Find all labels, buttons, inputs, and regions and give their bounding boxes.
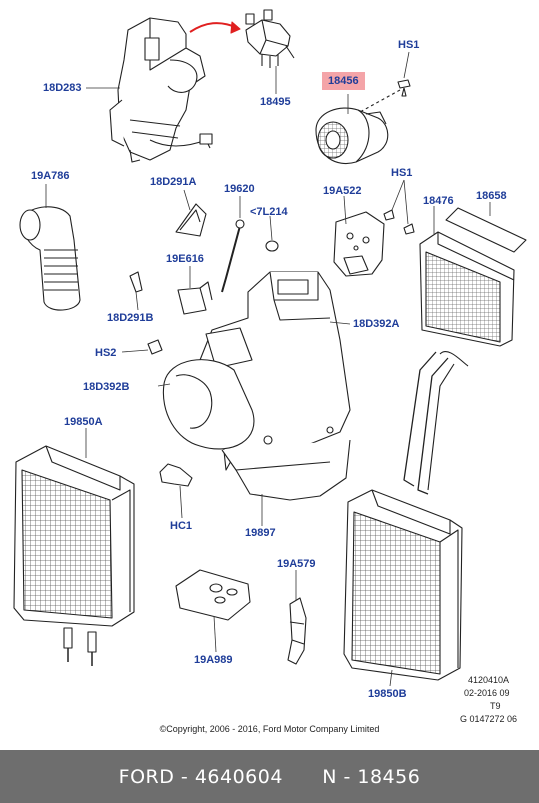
blower-motor-part bbox=[315, 107, 389, 164]
callout-19A522: 19A522 bbox=[323, 185, 362, 197]
hvac-case-part bbox=[162, 271, 351, 501]
clip-part bbox=[265, 240, 279, 252]
callout-19897: 19897 bbox=[245, 527, 276, 539]
callout-19A989: 19A989 bbox=[194, 654, 233, 666]
parts-illustration bbox=[13, 9, 527, 687]
doc-date: 02-2016 09 bbox=[464, 688, 510, 698]
footer-separator: - bbox=[180, 765, 189, 788]
callout-19E616: 19E616 bbox=[166, 253, 204, 265]
evaporator-left-part bbox=[13, 445, 135, 666]
leader-lines bbox=[45, 51, 491, 687]
callout-18D291A: 18D291A bbox=[150, 176, 197, 188]
callout-HS1-mid: HS1 bbox=[391, 167, 413, 179]
pin-part bbox=[129, 271, 143, 293]
callout-18D283: 18D283 bbox=[43, 82, 82, 94]
hose-clip-part bbox=[159, 463, 193, 487]
screw-part bbox=[359, 79, 411, 113]
callout-19A786: 19A786 bbox=[31, 170, 70, 182]
callout-18495: 18495 bbox=[260, 96, 291, 108]
doc-id: 4120410A bbox=[468, 675, 510, 685]
resistor-part bbox=[245, 9, 295, 68]
copyright-notice: ©Copyright, 2006 - 2016, Ford Motor Comp… bbox=[159, 724, 380, 734]
footer-code: N bbox=[322, 765, 337, 788]
footer-ref: 18456 bbox=[357, 765, 421, 788]
foam-seal-part bbox=[445, 207, 527, 253]
callout-18658: 18658 bbox=[476, 190, 507, 202]
evaporator-right-part bbox=[343, 489, 463, 681]
part-footer-bar: FORD - 4640604 N - 18456 bbox=[0, 750, 539, 803]
callout-19850A: 19850A bbox=[64, 416, 103, 428]
footer-brand: FORD bbox=[118, 765, 175, 788]
sensor-part bbox=[177, 287, 207, 315]
screw-part-2 bbox=[147, 339, 163, 355]
blower-housing-part bbox=[109, 17, 213, 163]
bracket-part bbox=[175, 203, 207, 237]
footer-part-number: 4640604 bbox=[194, 765, 283, 788]
callout-18476: 18476 bbox=[423, 195, 454, 207]
callout-18D392B: 18D392B bbox=[83, 381, 130, 393]
callout-19620: 19620 bbox=[224, 183, 255, 195]
heater-core-part bbox=[403, 231, 515, 495]
actuator-part bbox=[333, 211, 385, 277]
callout-19A579: 19A579 bbox=[277, 558, 316, 570]
duct-elbow-part bbox=[19, 206, 81, 311]
mount-bracket-part bbox=[287, 597, 307, 665]
callout-18456-highlighted: 18456 bbox=[322, 72, 365, 90]
callout-7L214: <7L214 bbox=[250, 206, 288, 218]
doc-series: T9 bbox=[490, 701, 501, 711]
callout-HC1: HC1 bbox=[170, 520, 193, 532]
actuator-rod-part bbox=[221, 225, 241, 293]
doc-ref: G 0147272 06 bbox=[460, 714, 518, 724]
callout-HS2: HS2 bbox=[95, 347, 117, 359]
callout-19850B: 19850B bbox=[368, 688, 407, 700]
footer-separator-2: - bbox=[343, 765, 351, 788]
callout-HS1-top: HS1 bbox=[398, 39, 420, 51]
callout-18D291B: 18D291B bbox=[107, 312, 154, 324]
callout-18D392A: 18D392A bbox=[353, 318, 400, 330]
plate-part bbox=[175, 569, 251, 621]
